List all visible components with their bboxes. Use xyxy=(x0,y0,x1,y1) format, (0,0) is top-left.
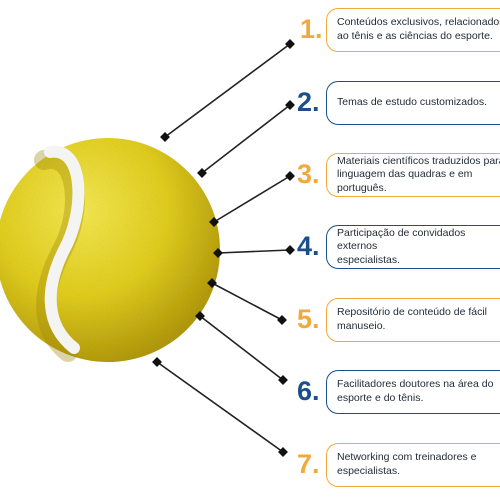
item-box: Repositório de conteúdo de fácil manusei… xyxy=(326,298,500,342)
item-text: Temas de estudo customizados. xyxy=(337,96,487,109)
item-number: 3. xyxy=(297,159,320,189)
connector-line xyxy=(199,315,284,381)
connector-start-marker xyxy=(209,217,219,227)
connector-start-marker xyxy=(152,357,162,367)
connector-end-marker xyxy=(278,375,288,385)
connector-line xyxy=(156,361,284,453)
item-box: Networking com treinadores e especialist… xyxy=(326,443,500,487)
connector-end-marker xyxy=(285,171,295,181)
connectors xyxy=(152,39,295,457)
connector-start-marker xyxy=(207,278,217,288)
connector-line xyxy=(164,43,291,138)
connector-line xyxy=(201,104,291,174)
item-text: Networking com treinadores e especialist… xyxy=(337,451,477,477)
connector-end-marker xyxy=(278,447,288,457)
connector-start-marker xyxy=(195,311,205,321)
item-number: 2. xyxy=(297,87,320,117)
connector-start-marker xyxy=(197,168,207,178)
item-number: 6. xyxy=(297,376,320,406)
item-text: Facilitadores doutores na área do esport… xyxy=(337,378,494,404)
item-number: 5. xyxy=(297,304,320,334)
connector-start-marker xyxy=(213,248,223,258)
item-text: Repositório de conteúdo de fácil manusei… xyxy=(337,306,488,332)
connector-line xyxy=(217,249,291,254)
ball-seam xyxy=(44,145,85,354)
connector-line xyxy=(213,175,291,223)
tennis-ball xyxy=(0,138,220,362)
item-number: 4. xyxy=(297,231,320,261)
item-text: Materiais científicos traduzidos para li… xyxy=(337,154,500,194)
item-text: Participação de convidados externos espe… xyxy=(337,226,466,266)
item-box: Participação de convidados externos espe… xyxy=(326,225,500,269)
connector-end-marker xyxy=(277,315,287,325)
connector-end-marker xyxy=(285,245,295,255)
connector-line xyxy=(211,282,283,321)
item-text: Conteúdos exclusivos, relacionados ao tê… xyxy=(337,16,500,42)
item-number: 1. xyxy=(300,14,323,44)
ball-felt xyxy=(0,138,220,362)
item-box: Temas de estudo customizados. xyxy=(326,81,500,125)
connector-start-marker xyxy=(160,132,170,142)
item-number: 7. xyxy=(297,449,320,479)
item-box: Conteúdos exclusivos, relacionados ao tê… xyxy=(326,8,500,52)
item-box: Facilitadores doutores na área do esport… xyxy=(326,370,500,414)
item-box: Materiais científicos traduzidos para li… xyxy=(326,153,500,197)
